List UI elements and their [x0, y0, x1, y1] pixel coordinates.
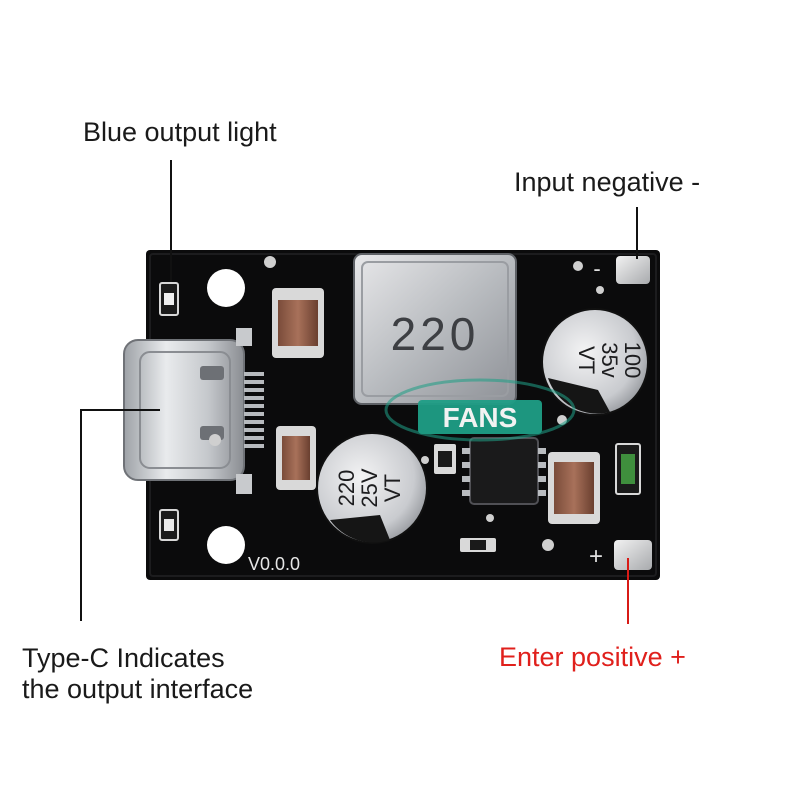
- electrolytic-cap-right: 100 35v VT: [541, 308, 649, 416]
- callout-line-blue-led: [170, 160, 172, 282]
- label-typec-line1: Type-C Indicates: [22, 643, 225, 673]
- callout-line-enter-positive: [627, 558, 629, 624]
- svg-text:220: 220: [334, 470, 359, 507]
- power-inductor: 220: [353, 253, 517, 405]
- svg-text:25V: 25V: [357, 468, 382, 507]
- label-typec-line2: the output interface: [22, 674, 254, 704]
- svg-text:-: -: [593, 256, 600, 281]
- svg-text:100: 100: [620, 342, 645, 379]
- label-input-negative: Input negative -: [514, 167, 701, 197]
- controller-ic: [462, 437, 546, 505]
- svg-text:VT: VT: [574, 346, 599, 374]
- svg-text:VT: VT: [380, 474, 405, 502]
- callout-line-typec-h: [80, 409, 160, 411]
- input-negative-pad: [616, 256, 650, 284]
- callout-line-input-negative: [636, 207, 638, 259]
- watermark-logo: FANS: [384, 378, 576, 442]
- label-enter-positive: Enter positive +: [499, 642, 686, 672]
- label-blue-output-light: Blue output light: [83, 117, 277, 147]
- svg-text:+: +: [589, 543, 603, 570]
- mount-hole-top: [207, 269, 245, 307]
- version-text: V0.0.0: [248, 554, 300, 574]
- usb-type-c-connector: [123, 328, 264, 494]
- watermark-badge: FANS: [443, 402, 518, 433]
- inductor-marking: 220: [391, 308, 480, 360]
- electrolytic-cap-left: 220 25V VT: [316, 432, 428, 544]
- mount-hole-bottom: [207, 526, 245, 564]
- callout-line-typec-v: [80, 409, 82, 621]
- svg-text:35v: 35v: [597, 342, 622, 377]
- input-positive-pad: [614, 540, 652, 570]
